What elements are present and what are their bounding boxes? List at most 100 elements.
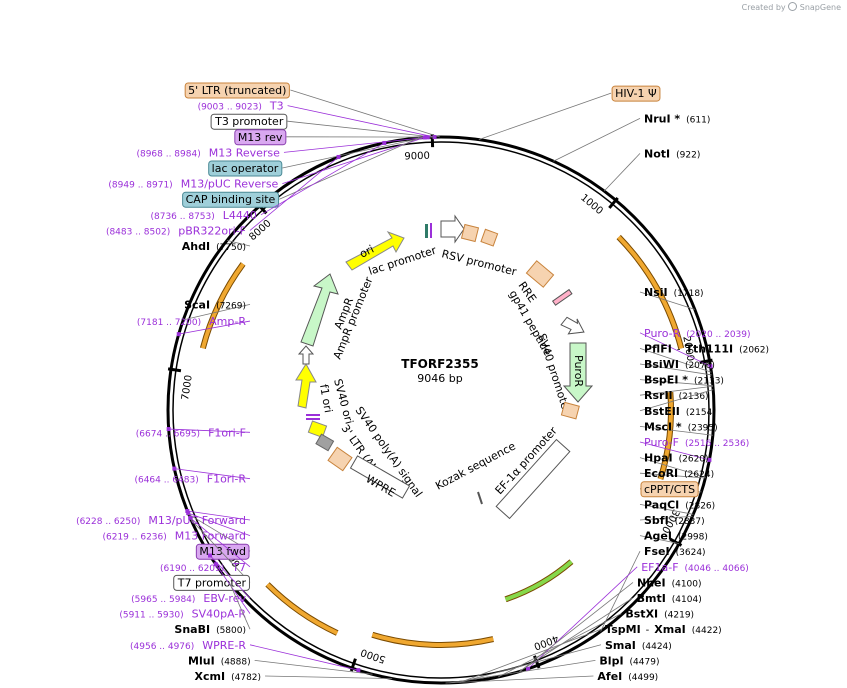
- enzyme-label: BmtI(4104): [637, 592, 702, 605]
- label-leader-line: [168, 428, 251, 433]
- label-leader-line: [519, 597, 633, 672]
- label-leader-line: [639, 363, 712, 376]
- enzyme-label: SmaI(4424): [605, 639, 672, 652]
- feature-label-box: [184, 82, 290, 99]
- lac-promoter-mark: [425, 224, 428, 238]
- enzyme-label: ScaI(7269): [184, 298, 246, 311]
- t7-site-mark: [306, 418, 320, 420]
- tick-mark: [669, 537, 683, 547]
- label-leader-line: [279, 137, 420, 200]
- primer-label: (6219 .. 6236)M13 Forward: [102, 530, 246, 543]
- primer-label: (8968 .. 8984)M13 Reverse: [136, 146, 280, 159]
- primer-site-mark: [336, 154, 341, 159]
- label-leader-line: [260, 142, 385, 216]
- enzyme-label: SbfI(2837): [644, 514, 705, 527]
- label-leader-line: [639, 291, 695, 310]
- sv40-ori-box: [307, 420, 328, 439]
- orange-feature-arc: [617, 235, 684, 349]
- enzyme-label: AgeI(2998): [644, 530, 708, 543]
- label-leader-line: [519, 582, 634, 672]
- orange-feature-arc: [200, 262, 245, 349]
- primer-site-mark: [185, 508, 190, 513]
- feature-label-box: [210, 113, 288, 130]
- primer-site-mark: [186, 511, 191, 516]
- primer-site-mark: [213, 562, 218, 567]
- enzyme-label: NruI *(611): [644, 112, 710, 125]
- primer-site-mark: [172, 466, 177, 471]
- gp41-box: [551, 288, 573, 306]
- feature-arcs: [199, 234, 685, 648]
- label-leader-line: [603, 153, 641, 192]
- tick-label: 5000: [359, 646, 387, 665]
- label-leader-line: [178, 320, 251, 335]
- label-leader-line: [287, 105, 435, 138]
- label-leader-line: [290, 89, 440, 138]
- label-leader-line: [265, 675, 393, 679]
- feature-label: HIV-1 Ψ: [615, 87, 657, 100]
- feature-label: M13 rev: [238, 131, 283, 144]
- f1-ori-arrow: [295, 363, 317, 409]
- label-leader-line: [639, 535, 680, 545]
- tick-mark: [608, 196, 619, 209]
- ltr-feature-box: [460, 223, 480, 243]
- label-leader-line: [282, 137, 425, 169]
- label-leader-line: [639, 441, 710, 461]
- feature-label: T3 promoter: [214, 115, 284, 128]
- outer-ring: [166, 135, 716, 685]
- label-leader-line: [639, 389, 714, 412]
- snapgene-credit: Created by SnapGene: [742, 2, 841, 12]
- label-leader-line: [227, 239, 251, 247]
- label-leader-line: [600, 551, 641, 632]
- orange-feature-arc: [266, 582, 339, 635]
- enzyme-label: RsrII(2136): [644, 389, 709, 402]
- label-leader-line: [215, 564, 251, 614]
- primer-site-mark: [356, 668, 361, 673]
- enzyme-label: BsiWI(2076): [644, 358, 715, 371]
- primer-label: (9003 .. 9023)T3: [198, 100, 284, 113]
- primer-label: Puro-F(2516 .. 2536): [644, 436, 749, 449]
- primer-label: (6674 .. 6695)F1ori-F: [136, 426, 246, 439]
- plasmid-size: 9046 bp: [417, 372, 462, 385]
- backbone: [166, 135, 716, 685]
- enzyme-label: NheI(4100): [637, 576, 702, 589]
- enzyme-label: AhdI(7750): [182, 240, 246, 253]
- sv40-polya-box: [315, 433, 335, 452]
- primer-label: EF1a-F(4046 .. 4066): [641, 561, 749, 574]
- primer-site-mark: [707, 457, 712, 462]
- primer-label: (7181 .. 7200)Amp-R: [137, 315, 246, 328]
- enzyme-label: PflFI-Tth111I(2062): [644, 342, 769, 355]
- tick-mark: [167, 367, 182, 373]
- feature-label-box: [640, 481, 699, 498]
- snapgene-logo-icon: [788, 2, 798, 11]
- orange-feature-arc: [371, 632, 494, 647]
- ori-label: ori: [357, 243, 376, 261]
- label-leader-line: [639, 379, 713, 387]
- primer-site-mark: [188, 515, 193, 520]
- credit-text: Created by: [741, 3, 786, 12]
- label-leader-line: [445, 675, 594, 684]
- psi-feature-box: [480, 228, 499, 247]
- enzyme-label: HpaI(2620): [644, 452, 709, 465]
- tick-label: 7000: [180, 374, 195, 401]
- label-leader-line: [283, 136, 428, 153]
- label-leader-line: [553, 118, 641, 162]
- enzyme-label: BstXI(4219): [625, 608, 694, 621]
- sv40-ori-label: SV40 ori: [331, 377, 356, 425]
- label-leader-line: [639, 348, 712, 373]
- tick-label: 4000: [532, 632, 560, 651]
- label-leader-line: [639, 472, 706, 479]
- tick-label: 1000: [578, 192, 605, 217]
- label-leader-line: [229, 582, 251, 630]
- feature-label-box: [208, 160, 283, 177]
- label-leader-line: [527, 566, 638, 670]
- label-leader-line: [189, 517, 251, 568]
- feature-label: cPPT/CTS: [644, 483, 695, 496]
- ltr3-box: [327, 446, 353, 472]
- rsv-promoter-arrow: [440, 214, 465, 244]
- primer-site-mark: [708, 364, 713, 369]
- tick-label: 2000: [680, 335, 695, 362]
- label-leader-line: [459, 644, 602, 683]
- rre-box: [525, 260, 555, 288]
- label-leader-line: [639, 504, 694, 515]
